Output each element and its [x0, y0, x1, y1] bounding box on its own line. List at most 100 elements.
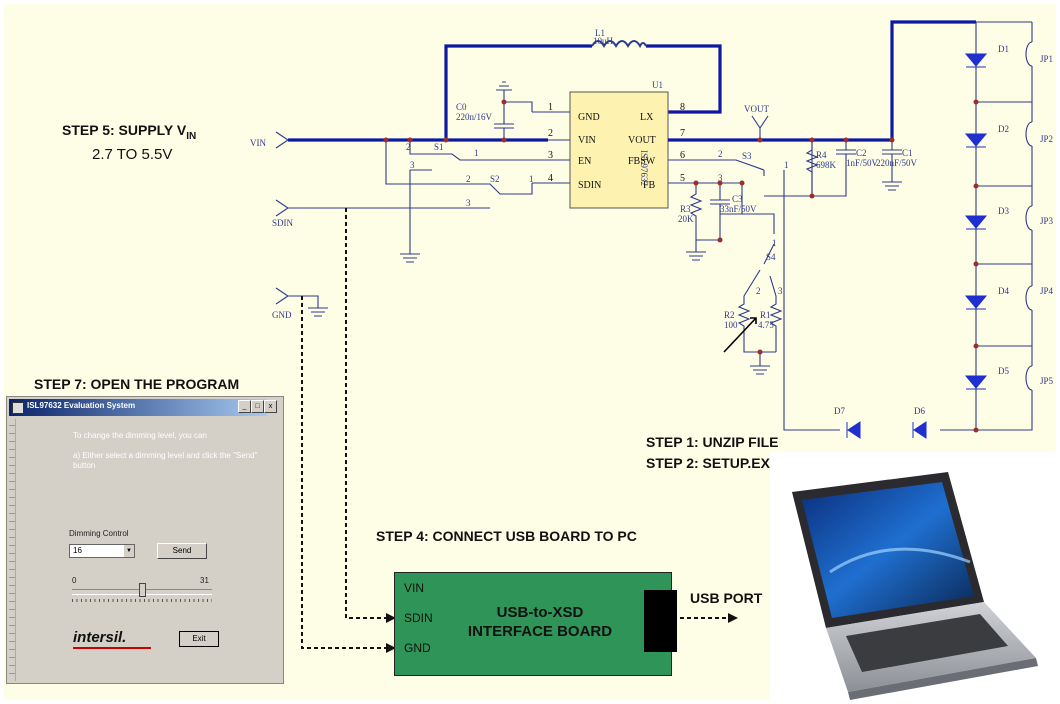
- minimize-button[interactable]: _: [238, 400, 251, 413]
- laptop-icon: [792, 472, 1038, 700]
- ic-pin-num-2: 2: [548, 128, 553, 139]
- switch-s4-pin1: 1: [772, 238, 777, 248]
- led-d2-label: D2: [998, 124, 1009, 134]
- c0-ref: C0: [456, 102, 467, 112]
- led-d5-label: D5: [998, 366, 1009, 376]
- slider-min-label: 0: [72, 576, 77, 585]
- app-titlebar[interactable]: ISL97632 Evaluation System: [9, 399, 267, 416]
- terminal-gnd-label: GND: [272, 310, 292, 320]
- fb-pin3-label: 3: [718, 173, 723, 183]
- step2-label: STEP 2: SETUP.EXE: [646, 455, 780, 471]
- c2-value: 1nF/50V: [846, 158, 879, 168]
- switch-s3-pin2: 2: [718, 149, 723, 159]
- jumper-jp4-label: JP4: [1040, 286, 1054, 296]
- ic-pin-num-5: 5: [680, 173, 685, 184]
- ic-pin-name-vin: VIN: [578, 135, 596, 146]
- step5-text: STEP 5: SUPPLY V: [62, 122, 187, 138]
- c0-value: 220n/16V: [456, 112, 493, 122]
- switch-s1-label: S1: [434, 142, 444, 152]
- board-pin-vin: VIN: [404, 581, 425, 595]
- step5-range: 2.7 TO 5.5V: [92, 146, 173, 163]
- c3-ref: C3: [732, 194, 743, 204]
- app-instruction-line1: To change the dimming level, you can: [73, 431, 207, 440]
- terminal-vout-label: VOUT: [744, 104, 769, 114]
- ic-pin-name-fb: FB: [643, 180, 656, 191]
- ic-ref: U1: [652, 80, 663, 90]
- app-window-icon: [12, 402, 24, 414]
- dimming-level-value: 16: [73, 546, 82, 555]
- switch-s4-pin2: 2: [756, 286, 761, 296]
- jumper-jp1-label: JP1: [1040, 54, 1053, 64]
- ic-u1: [569, 91, 669, 209]
- ic-pin-num-7: 7: [680, 128, 685, 139]
- ic-pin-name-gnd: GND: [578, 112, 600, 123]
- r3-ref: R3: [680, 204, 691, 214]
- switch-s1-pin3: 3: [410, 160, 415, 170]
- jumper-jp3-label: JP3: [1040, 216, 1054, 226]
- led-d4-label: D4: [998, 286, 1009, 296]
- switch-s2-label: S2: [490, 174, 500, 184]
- ic-pin-name-lx: LX: [640, 112, 654, 123]
- slider-max-label: 31: [200, 576, 209, 585]
- dimming-control-label: Dimming Control: [69, 529, 129, 538]
- dashed-connections: [301, 208, 738, 653]
- jumper-loops: [1025, 41, 1033, 391]
- inductor-value: 10uH: [593, 36, 614, 46]
- send-button[interactable]: Send: [157, 543, 207, 559]
- exit-button[interactable]: Exit: [179, 631, 219, 647]
- app-instruction-line2: a) Either select a dimming level and cli…: [73, 451, 258, 470]
- diode-d7-label: D7: [834, 406, 845, 416]
- c1-ref: C1: [902, 148, 913, 158]
- dimming-slider-thumb[interactable]: [139, 583, 146, 597]
- intersil-logo: intersil.: [73, 629, 127, 646]
- inductor-l1: [591, 40, 647, 49]
- usb-connector: [644, 590, 677, 652]
- slider-ticks: [72, 599, 212, 602]
- r4-value: 698K: [816, 160, 837, 170]
- switch-s2-pin1: 1: [529, 174, 534, 184]
- switch-s3-label: S3: [742, 151, 752, 161]
- laptop-image: [770, 452, 1056, 700]
- c2-ref: C2: [856, 148, 867, 158]
- ic-pin-num-1: 1: [548, 102, 553, 113]
- ic-part: ISL97632: [639, 150, 649, 186]
- switch-s4-pin3: 3: [778, 286, 783, 296]
- r2-value: 100: [724, 320, 738, 330]
- ic-pin-num-6: 6: [680, 150, 685, 161]
- maximize-button[interactable]: □: [251, 400, 264, 413]
- c3-value: 33nF/50V: [720, 204, 757, 214]
- board-title-line2: INTERFACE BOARD: [467, 623, 613, 640]
- ic-pin-name-vout: VOUT: [628, 135, 656, 146]
- switch-s2-pin3: 3: [466, 198, 471, 208]
- step1-label: STEP 1: UNZIP FILE: [646, 434, 779, 450]
- logo-underline: [73, 647, 151, 649]
- chevron-down-icon[interactable]: ▼: [124, 545, 134, 557]
- r3-value: 20K: [678, 214, 694, 224]
- switch-s2-pin2: 2: [466, 174, 471, 184]
- ic-pin-name-en: EN: [578, 156, 591, 167]
- ic-pin-num-8: 8: [680, 102, 685, 113]
- step5-subscript: IN: [186, 130, 197, 142]
- dimming-level-select[interactable]: 16 ▼: [69, 544, 135, 558]
- diode-d6-label: D6: [914, 406, 925, 416]
- switch-s1-pin2: 2: [406, 142, 411, 152]
- r2-ref: R2: [724, 310, 735, 320]
- terminal-vin-label: VIN: [250, 138, 266, 148]
- ic-pin-name-fbsw: FBSW: [628, 156, 656, 167]
- close-button[interactable]: x: [264, 400, 277, 413]
- inductor-ref: L1: [595, 28, 605, 38]
- ic-pin-name-sdin: SDIN: [578, 180, 601, 191]
- app-title: ISL97632 Evaluation System: [27, 401, 136, 410]
- c1-value: 220nF/50V: [876, 158, 918, 168]
- ic-pin-num-4: 4: [548, 173, 553, 184]
- jumper-jp5-label: JP5: [1040, 376, 1054, 386]
- evaluation-app-window: ISL97632 Evaluation System _ □ x To chan…: [6, 396, 284, 684]
- step4-label: STEP 4: CONNECT USB BOARD TO PC: [376, 528, 637, 544]
- usb-port-label: USB PORT: [690, 590, 763, 606]
- led-string: [846, 53, 988, 439]
- board-pin-sdin: SDIN: [404, 611, 433, 625]
- step7-label: STEP 7: OPEN THE PROGRAM: [34, 376, 240, 392]
- switch-s1-pin1: 1: [474, 148, 479, 158]
